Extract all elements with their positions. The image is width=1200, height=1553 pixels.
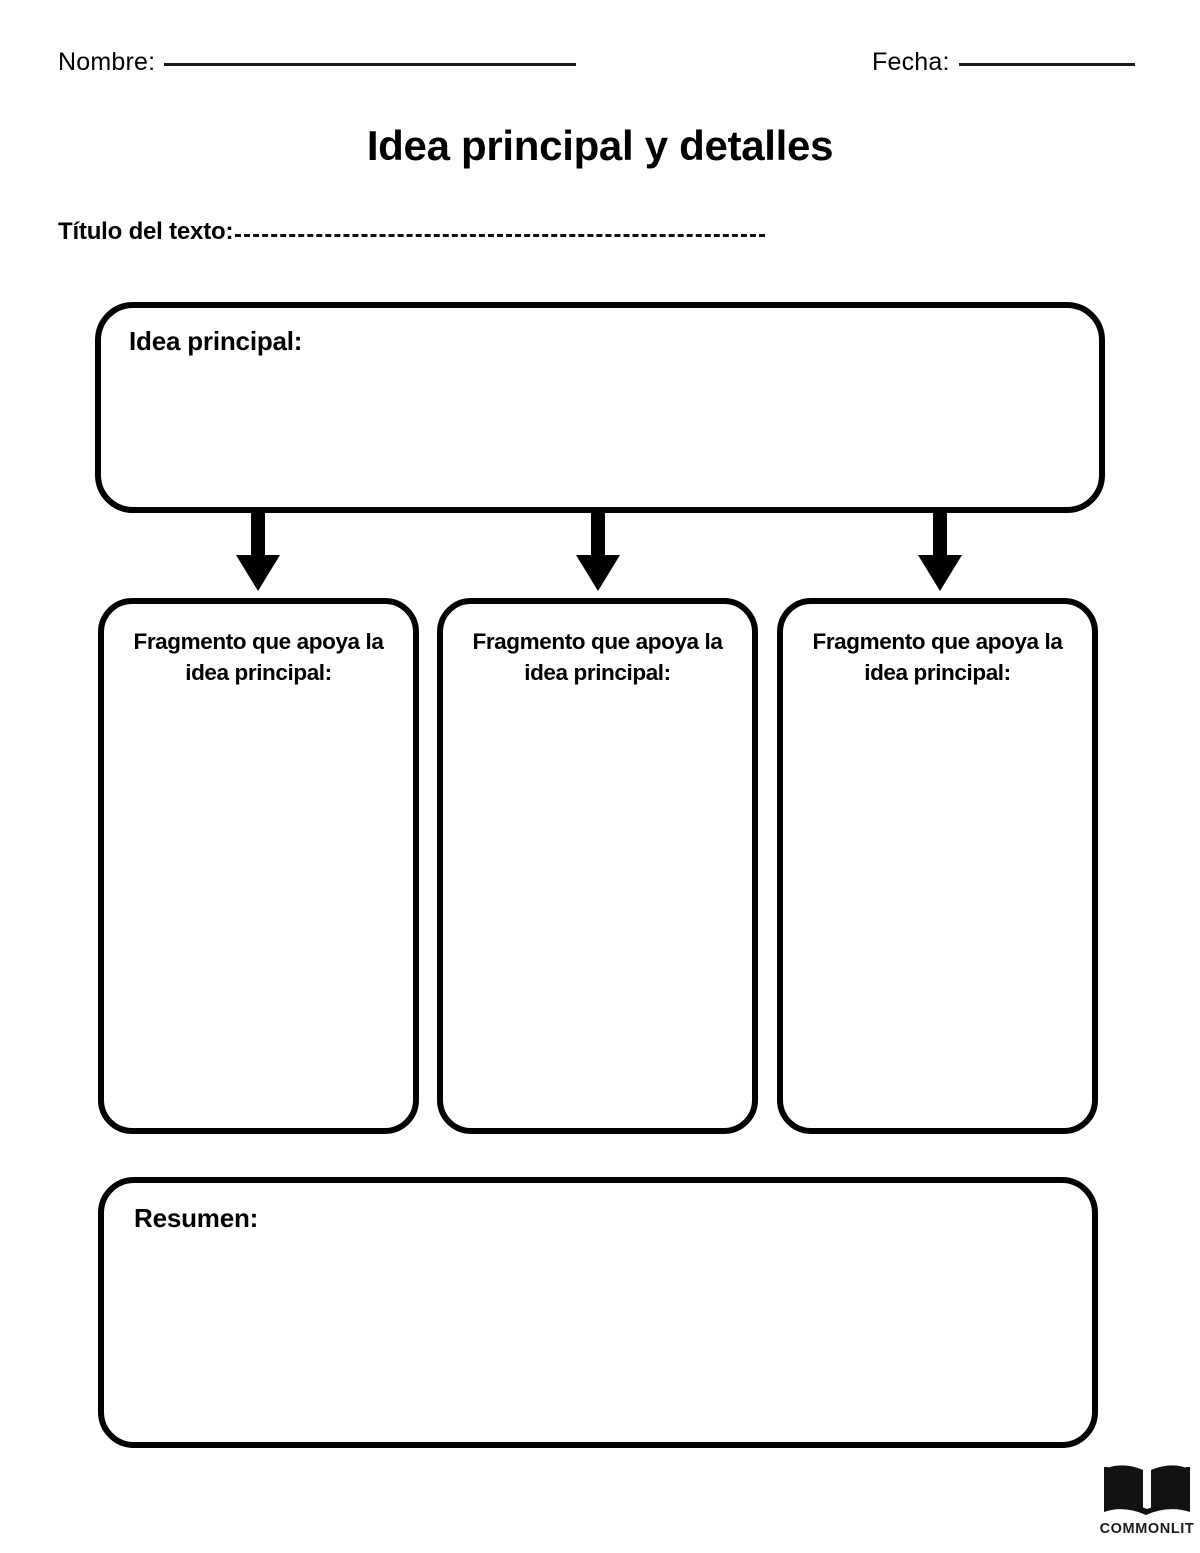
commonlit-logo: COMMONLIT [1098,1462,1196,1550]
summary-label: Resumen: [134,1203,259,1233]
down-arrow-icon [910,513,970,591]
arrow-head [576,555,620,591]
arrow-stem [591,513,605,563]
date-label: Fecha: [872,48,950,76]
supporting-fragment-label: Fragmento que apoya la idea principal: [472,629,723,686]
text-title-label: Título del texto: [58,218,234,245]
supporting-fragment-box[interactable]: Fragmento que apoya la idea principal: [437,598,758,1134]
supporting-fragment-box[interactable]: Fragmento que apoya la idea principal: [98,598,419,1134]
text-title-field[interactable]: Título del texto: [58,218,766,246]
arrow-stem [251,513,265,563]
supporting-fragment-label: Fragmento que apoya la idea principal: [133,629,384,686]
name-field[interactable]: Nombre: [58,48,577,77]
text-title-write-line[interactable] [235,234,766,237]
down-arrow-icon [228,513,288,591]
arrow-stem [933,513,947,563]
commonlit-wordmark: COMMONLIT [1099,1521,1195,1537]
summary-box[interactable]: Resumen: [98,1177,1098,1448]
main-idea-box[interactable]: Idea principal: [95,302,1105,513]
date-write-line[interactable] [958,63,1135,66]
down-arrow-icon [568,513,628,591]
arrow-head [236,555,280,591]
date-field[interactable]: Fecha: [872,48,1135,77]
supporting-fragment-box[interactable]: Fragmento que apoya la idea principal: [777,598,1098,1134]
name-label: Nombre: [58,48,156,76]
page-title: Idea principal y detalles [366,122,834,169]
main-idea-label: Idea principal: [129,326,303,356]
header-row: Nombre: Fecha: [0,48,1200,94]
name-write-line[interactable] [164,63,577,66]
supporting-fragment-label: Fragmento que apoya la idea principal: [812,629,1063,686]
open-book-icon [1104,1465,1190,1515]
arrow-head [918,555,962,591]
